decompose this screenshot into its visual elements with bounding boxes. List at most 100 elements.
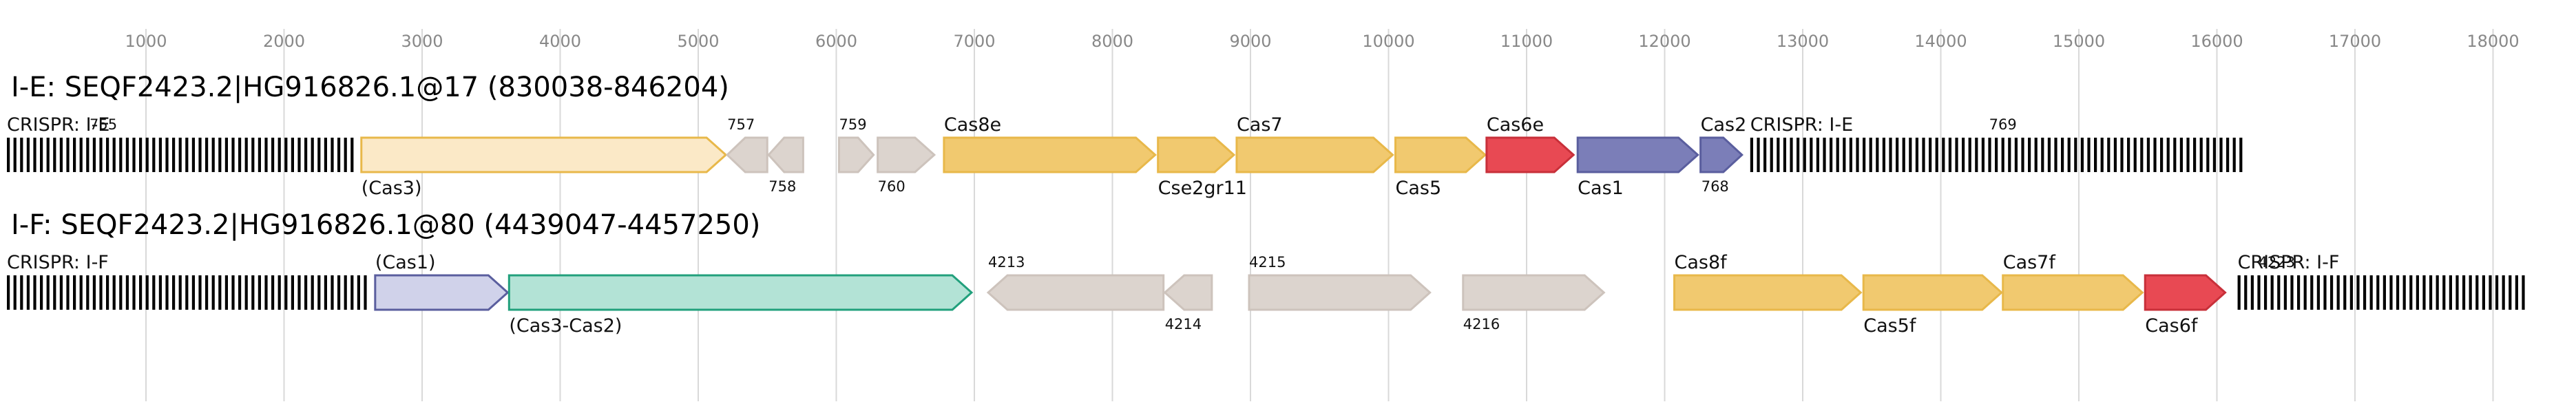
crispr-repeat <box>278 138 281 172</box>
crispr-repeat <box>324 275 327 310</box>
gene-label: Cas1 <box>1578 178 1624 199</box>
crispr-repeat <box>2127 138 2130 172</box>
crispr-repeat <box>1902 138 1905 172</box>
crispr-repeat <box>1869 138 1872 172</box>
crispr-repeat <box>119 275 123 310</box>
gene-arrow <box>1485 136 1575 173</box>
crispr-repeat <box>13 275 17 310</box>
gene-label: 4214 <box>1165 316 1202 332</box>
crispr-repeat <box>2376 275 2380 310</box>
crispr-repeat <box>1981 138 1985 172</box>
gene-arrow <box>877 136 936 173</box>
crispr-repeat <box>26 138 30 172</box>
tick-label: 16000 <box>2190 32 2243 51</box>
crispr-repeat <box>2389 275 2393 310</box>
crispr-repeat <box>1955 138 1958 172</box>
crispr-repeat <box>364 275 367 310</box>
crispr-repeat <box>2041 138 2044 172</box>
crispr-repeat <box>337 138 341 172</box>
gene-arrow <box>1394 136 1487 173</box>
gene-id-label: 755 <box>90 116 117 133</box>
crispr-repeat <box>2008 138 2011 172</box>
crispr-repeat <box>178 275 182 310</box>
crispr-repeat <box>73 275 76 310</box>
crispr-repeat <box>304 275 308 310</box>
tick-label: 5000 <box>677 32 719 51</box>
tick-label: 9000 <box>1229 32 1271 51</box>
crispr-repeat <box>1856 138 1859 172</box>
crispr-repeat <box>2316 275 2320 310</box>
gene-arrow <box>1699 136 1743 173</box>
crispr-repeat <box>2021 138 2024 172</box>
crispr-repeat <box>2495 275 2499 310</box>
crispr-repeat <box>2237 275 2241 310</box>
gene-arrow <box>1235 136 1394 173</box>
crispr-repeat <box>2173 138 2177 172</box>
crispr-repeat <box>2100 138 2104 172</box>
crispr-repeat <box>2074 138 2077 172</box>
crispr-repeat <box>284 275 288 310</box>
crispr-repeat <box>20 138 23 172</box>
crispr-repeat <box>1876 138 1879 172</box>
crispr-repeat <box>112 138 116 172</box>
crispr-repeat <box>218 138 222 172</box>
crispr-repeat <box>1803 138 1806 172</box>
crispr-repeat <box>2028 138 2031 172</box>
crispr-repeat <box>1889 138 1892 172</box>
gene-id-label: 769 <box>1989 116 2017 133</box>
crispr-repeat <box>2140 138 2144 172</box>
crispr-repeat <box>2199 138 2203 172</box>
crispr-repeat <box>1797 138 1800 172</box>
crispr-repeat <box>218 275 222 310</box>
locus-track: I-E: SEQF2423.2|HG916826.1@17 (830038-84… <box>7 72 2243 199</box>
crispr-repeat <box>271 275 275 310</box>
crispr-repeat <box>125 138 129 172</box>
crispr-repeat <box>238 138 242 172</box>
gene-label: 4213 <box>988 254 1025 271</box>
crispr-repeat <box>2257 275 2261 310</box>
crispr-repeat <box>2244 275 2248 310</box>
crispr-repeat <box>2226 138 2230 172</box>
gene-arrow <box>838 136 875 173</box>
crispr-repeat <box>198 275 202 310</box>
crispr-repeat <box>2080 138 2084 172</box>
crispr-repeat <box>132 138 136 172</box>
crispr-repeat <box>211 275 215 310</box>
gene-arrow <box>1248 274 1432 311</box>
crispr-repeat <box>20 275 23 310</box>
crispr-repeat <box>2449 275 2452 310</box>
gene-label: Cse2gr11 <box>1158 178 1247 199</box>
crispr-repeat <box>139 138 143 172</box>
gene-arrow <box>1163 274 1213 311</box>
crispr-repeat <box>1816 138 1820 172</box>
crispr-repeat <box>2054 138 2057 172</box>
crispr-repeat <box>1896 138 1899 172</box>
crispr-repeat <box>264 275 268 310</box>
crispr-repeat <box>2369 275 2373 310</box>
crispr-repeat <box>158 275 162 310</box>
tick-label: 6000 <box>815 32 857 51</box>
crispr-repeat <box>112 275 116 310</box>
gene-label: Cas7 <box>1237 114 1283 136</box>
gene-label: Cas6f <box>2145 315 2199 337</box>
crispr-repeat <box>1995 138 1998 172</box>
crispr-repeat <box>185 275 189 310</box>
tick-label: 18000 <box>2467 32 2519 51</box>
crispr-repeat <box>2014 138 2018 172</box>
crispr-repeat <box>350 275 354 310</box>
crispr-repeat <box>231 275 235 310</box>
crispr-repeat <box>1988 138 1991 172</box>
crispr-repeat <box>1770 138 1773 172</box>
crispr-repeat <box>2186 138 2190 172</box>
crispr-repeat <box>191 275 195 310</box>
crispr-repeat <box>86 275 90 310</box>
gene-id-label: 4223 <box>2259 254 2295 271</box>
locus-track: I-F: SEQF2423.2|HG916826.1@80 (4439047-4… <box>7 209 2525 337</box>
crispr-repeat <box>2383 275 2386 310</box>
tick-label: 2000 <box>263 32 305 51</box>
crispr-repeat <box>2489 275 2492 310</box>
crispr-repeat <box>337 275 341 310</box>
crispr-repeat <box>344 138 347 172</box>
crispr-repeat <box>79 138 83 172</box>
crispr-repeat <box>2239 138 2243 172</box>
